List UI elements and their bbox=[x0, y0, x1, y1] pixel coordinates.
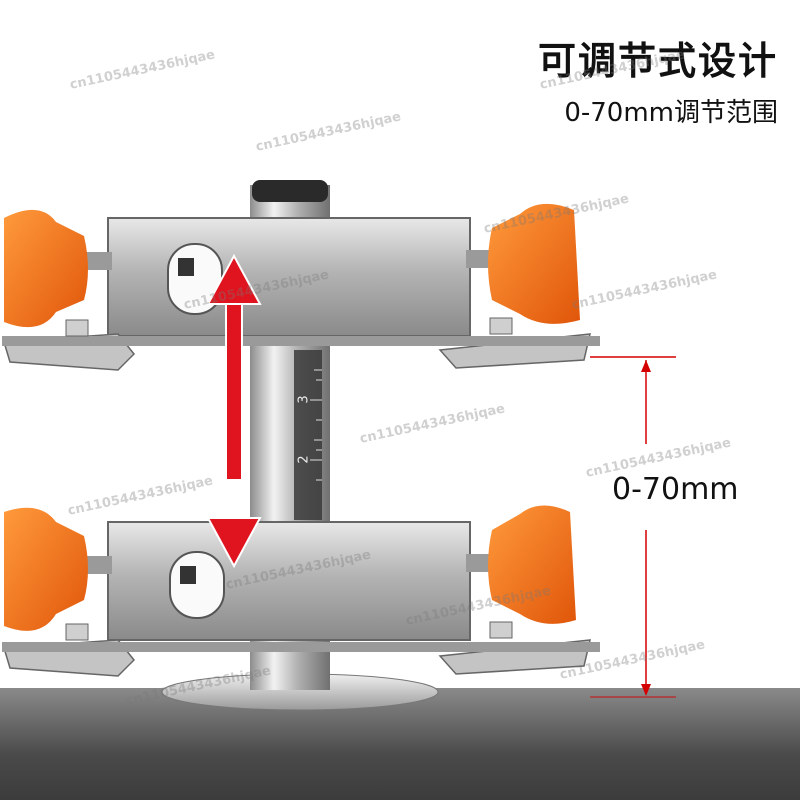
scale-label-3: 3 bbox=[296, 395, 312, 404]
scale-label-2: 2 bbox=[296, 455, 312, 464]
lower-clamp bbox=[2, 505, 600, 677]
lower-left-knob bbox=[4, 507, 88, 631]
adjust-double-arrow bbox=[206, 253, 262, 569]
dimension-arrow-top bbox=[641, 360, 651, 372]
post-cap bbox=[252, 180, 328, 202]
lower-clamp-block bbox=[107, 521, 471, 641]
dimension-line bbox=[590, 356, 676, 698]
floor-surface bbox=[0, 688, 800, 800]
headline-subtitle: 0-70mm调节范围 bbox=[564, 98, 778, 128]
range-label: 0-70mm bbox=[612, 472, 739, 507]
scale-strip bbox=[294, 350, 322, 520]
upper-clamp bbox=[2, 203, 600, 371]
dimension-arrow-bottom bbox=[641, 684, 651, 696]
upper-right-knob bbox=[488, 203, 580, 324]
headline-title: 可调节式设计 bbox=[537, 39, 778, 83]
upper-left-knob bbox=[4, 209, 88, 328]
lower-right-knob bbox=[488, 505, 576, 624]
